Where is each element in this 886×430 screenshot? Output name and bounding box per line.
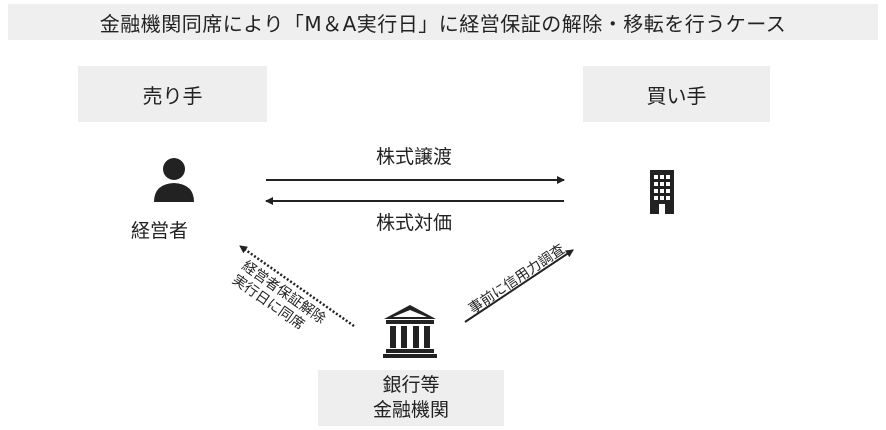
bank-box: 銀行等 金融機関 [318, 370, 504, 426]
guarantee-release-arrow [239, 244, 355, 328]
seller-box: 売り手 [78, 66, 267, 122]
diagram-title: 金融機関同席により「M＆A実行日」に経営保証の解除・移転を行うケース [8, 4, 878, 40]
seller-label: 売り手 [142, 83, 203, 108]
bank-label-line2: 金融機関 [372, 399, 449, 421]
share-transfer-label: 株式譲渡 [376, 146, 453, 168]
share-price-label: 株式対価 [376, 212, 453, 234]
building-icon [650, 170, 674, 214]
bank-icon [383, 305, 437, 358]
person-icon [154, 158, 194, 202]
bank-label-line1: 銀行等 [382, 374, 440, 396]
buyer-box: 買い手 [583, 66, 770, 122]
manager-label: 経営者 [131, 220, 189, 242]
buyer-label: 買い手 [646, 83, 707, 108]
credit-check-arrow [464, 249, 574, 323]
